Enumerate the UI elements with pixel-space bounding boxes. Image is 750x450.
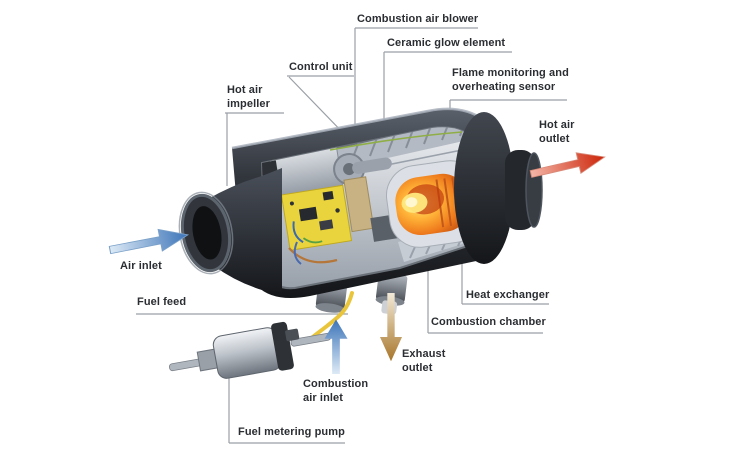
glow-element-parts — [288, 131, 463, 265]
label-combustion-air-blower: Combustion air blower — [357, 13, 479, 25]
flow-arrows — [108, 152, 606, 374]
label-hot-air-outlet: Hot air outlet — [539, 119, 575, 145]
label-heat-exchanger: Heat exchanger — [466, 289, 550, 301]
label-combustion-air-inlet: Combustion air inlet — [303, 378, 369, 404]
label-hot-air-impeller: Hot air impeller — [227, 84, 270, 110]
label-combustion-chamber: Combustion chamber — [431, 316, 546, 328]
control-unit-board — [280, 184, 353, 251]
label-control-unit: Control unit — [289, 61, 353, 73]
label-fuel-metering-pump: Fuel metering pump — [238, 426, 345, 438]
label-air-inlet: Air inlet — [120, 260, 162, 272]
label-fuel-feed: Fuel feed — [137, 296, 187, 308]
air-inlet-cone — [178, 168, 282, 292]
cutaway-interior — [260, 126, 480, 290]
label-ceramic-glow-element: Ceramic glow element — [387, 37, 506, 49]
combustion-air-inlet-arrow — [324, 319, 348, 374]
fuel-metering-pump — [168, 321, 332, 379]
label-flame-monitoring-sensor: Flame monitoring and overheating sensor — [452, 67, 569, 93]
hot-air-outlet-stub — [454, 112, 543, 264]
exhaust-outlet-arrow — [379, 293, 403, 362]
label-exhaust-outlet: Exhaust outlet — [402, 348, 446, 374]
hot-air-outlet-arrow — [529, 152, 606, 178]
air-inlet-arrow — [108, 228, 190, 255]
